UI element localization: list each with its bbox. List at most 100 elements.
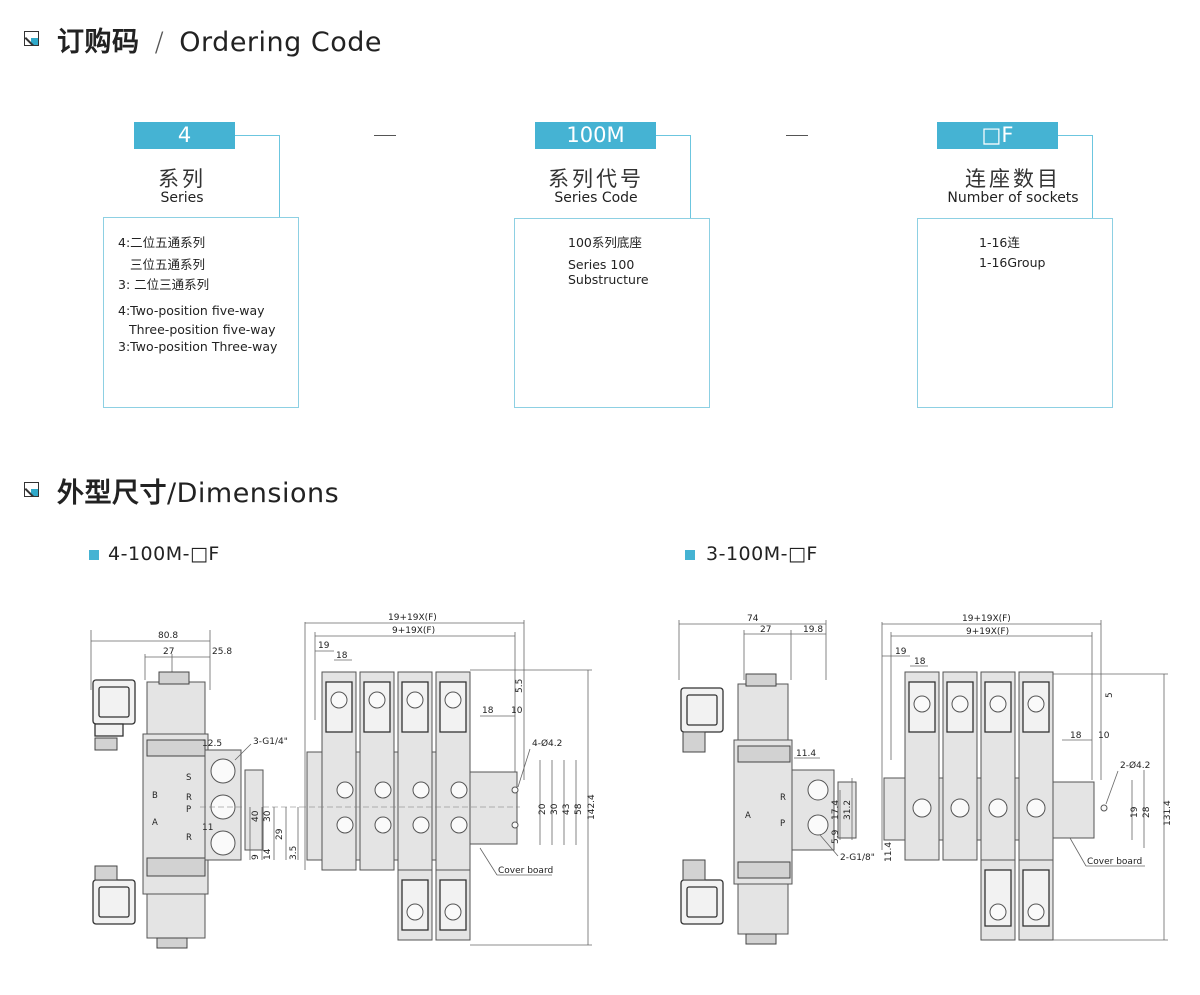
dim-label: 43 [562,804,572,815]
dim-label: 18 [914,657,926,667]
dim-label: 14 [263,848,273,860]
dim-label: 18 [336,651,348,661]
dim-label: 58 [574,803,584,815]
side-view-3-100m: 74 27 19.8 A P R 11.4 17.4 31.2 5.9 11.4… [678,614,894,945]
dim-label: 131.4 [1163,800,1173,826]
dim-label: 11.4 [796,749,816,759]
holes-label: 4-Ø4.2 [532,738,562,749]
holes-label: 2-Ø4.2 [1120,760,1150,771]
dim-label: 19 [318,641,330,651]
series-code-box [514,218,710,408]
sockets-box [917,218,1113,408]
dim-label: 19 [1130,806,1140,818]
port-letter: A [152,818,158,828]
port-letter: R [780,793,786,803]
series-number-tag: 100M [535,122,656,149]
front-view-3-100m: 19+19X(F) 9+19X(F) 19 18 18 10 5 [881,614,1173,941]
dimensions-title: 外型尺寸/Dimensions [57,471,339,510]
dim-label: 17.4 [831,800,841,820]
ordering-code-title: 订购码 / Ordering Code [57,20,382,59]
port-letter: P [186,805,191,815]
dim-label: 30 [550,803,560,815]
dim-label: 19.8 [803,625,823,635]
dim-label: 18 [1070,731,1082,741]
sockets-label-en: Number of sockets [947,190,1079,206]
dim-label: 10 [511,706,523,716]
dim-label: 30 [263,810,273,822]
dim-label: 19+19X(F) [388,613,437,623]
dimensions-title-cn: 外型尺寸 [57,478,167,509]
port-letter: S [186,773,191,783]
sockets-option: 1-16连 [979,235,1020,250]
tag-connector [656,135,691,218]
dim-label: 5.5 [515,679,525,693]
port-label: 2-G1/8" [840,853,875,863]
port-label: 3-G1/4" [253,737,288,747]
ordering-title-sep: / [154,27,165,58]
dim-label: 28 [1142,806,1152,818]
series-option: Three-position five-way [129,322,276,337]
series-option: 3:Two-position Three-way [118,339,278,354]
dim-label: 142.4 [587,794,597,820]
port-letter: B [152,791,158,801]
side-view-4-100m: 80.8 27 25.8 3-G1/4" 12.5 11 A B S R P R [90,630,300,949]
dim-label: 29 [275,828,285,840]
socket-count-tag: □F [937,122,1058,149]
model-title: 4-100M-□F [108,543,220,565]
dim-label: 9+19X(F) [966,627,1009,637]
tag-connector [1058,135,1093,218]
series-options-box [103,217,299,408]
dim-label: 19 [895,647,907,657]
cover-label: Cover board [1087,857,1142,867]
dim-label: 31.2 [843,800,853,820]
series-label-en: Series [160,190,204,206]
dim-label: 5.9 [831,829,841,844]
series-code-tag: 4 [134,122,235,149]
series-code-label-cn: 系列代号 [548,167,644,191]
series-option: 3: 二位三通系列 [118,277,210,292]
tag-connector [235,135,280,218]
sockets-option: 1-16Group [979,255,1046,270]
series-option: 4:二位五通系列 [118,235,206,250]
dim-label: 20 [538,803,548,815]
dim-label: 25.8 [212,647,232,657]
dim-label: 19+19X(F) [962,614,1011,624]
series-code-label-en: Series Code [554,190,638,206]
subsection-bullet [685,550,695,560]
dim-label: 5 [1105,692,1115,698]
dim-label: 9+19X(F) [392,626,435,636]
series-code-option: Substructure [568,272,649,287]
series-option: 三位五通系列 [130,257,206,272]
dim-label: 18 [482,706,494,716]
dim-label: 12.5 [202,739,222,749]
subsection-bullet [89,550,99,560]
port-letter: P [780,819,785,829]
model-title: 3-100M-□F [706,543,818,565]
series-code-option: 100系列底座 [568,235,642,250]
dim-label: 40 [251,810,261,822]
ordering-title-en: Ordering Code [179,27,382,58]
front-view-4-100m: 19+19X(F) 9+19X(F) 19 18 [300,613,597,946]
dim-label: 80.8 [158,631,178,641]
ordering-title-cn: 订购码 [57,27,140,58]
code-separator [786,135,808,137]
dim-label: 74 [747,614,759,624]
section-icon [24,482,39,497]
sockets-label-cn: 连座数目 [965,167,1061,191]
section-icon [24,31,39,46]
cover-label: Cover board [498,866,553,876]
port-letter: R [186,833,192,843]
code-separator [374,135,396,137]
dim-label: 27 [760,625,771,635]
series-code-option: Series 100 [568,257,635,272]
dim-label: 27 [163,647,174,657]
dimensions-title-en: /Dimensions [167,478,340,509]
series-label-cn: 系列 [158,167,206,191]
dim-label: 9 [251,854,261,860]
dim-label: 10 [1098,731,1110,741]
port-letter: A [745,811,751,821]
port-letter: R [186,793,192,803]
dim-label: 11.4 [884,842,894,862]
series-option: 4:Two-position five-way [118,303,265,318]
